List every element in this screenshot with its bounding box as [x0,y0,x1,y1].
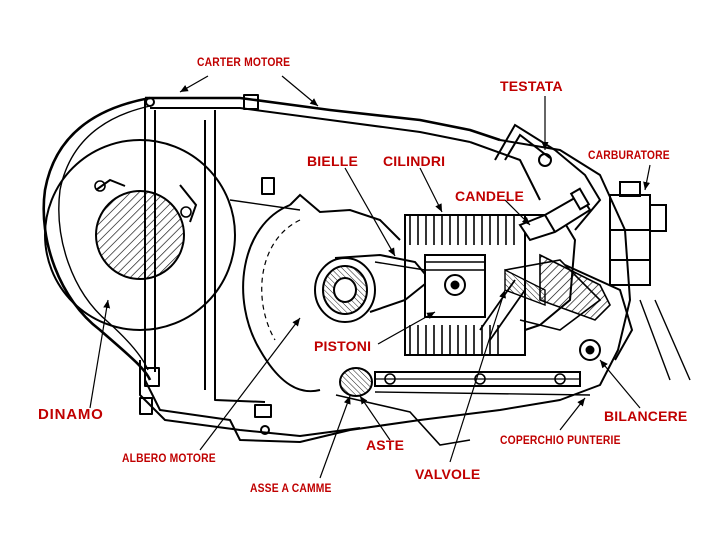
camshaft [335,367,471,446]
label-candele: CANDELE [455,188,525,204]
carburetor [609,181,691,381]
crank-chamber [229,193,401,393]
pushrods [374,371,591,396]
label-pistoni: PISTONI [314,338,372,354]
spark-plug [518,187,592,242]
head-top [494,123,602,231]
label-coperchio-punterie: COPERCHIO PUNTERIE [500,433,621,447]
cylinder-block [404,214,602,356]
connecting-rod [314,253,432,323]
label-dinamo: DINAMO [38,406,104,423]
label-aste: ASTE [366,437,405,453]
label-bielle: BIELLE [307,153,358,169]
label-bilancere: BILANCERE [604,408,688,424]
valves [479,279,526,341]
label-testata: TESTATA [500,78,563,94]
label-carter-motore: CARTER MOTORE [197,55,291,69]
label-valvole: VALVOLE [415,466,481,482]
dynamo [44,139,236,331]
cylinder-head [504,253,634,361]
leader-lines [89,75,651,479]
label-cilindri: CILINDRI [383,153,446,169]
label-asse-a-camme: ASSE A CAMME [250,481,332,495]
label-carburatore: CARBURATORE [588,148,670,162]
label-albero-motore: ALBERO MOTORE [122,451,216,465]
